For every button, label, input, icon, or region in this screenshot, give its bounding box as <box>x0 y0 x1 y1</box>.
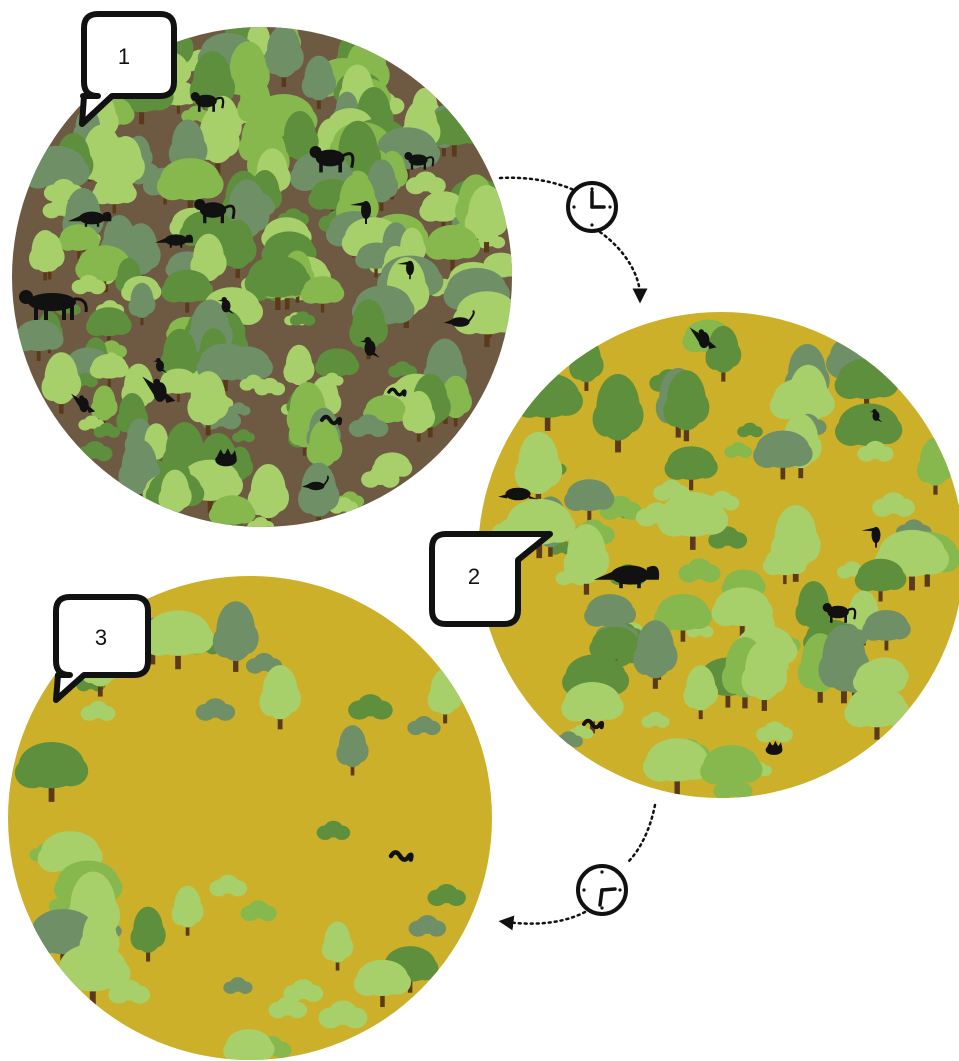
stage-2-degraded-forest <box>478 312 959 800</box>
stage-number-1: 1 <box>118 44 130 69</box>
clock-icon <box>578 866 626 914</box>
dotted-arrow <box>506 805 655 924</box>
tree <box>209 495 256 534</box>
transition-2-to-3 <box>506 805 655 924</box>
stage-number-2: 2 <box>468 564 480 589</box>
stage-number-3: 3 <box>95 625 107 650</box>
clock-icon <box>568 183 616 231</box>
transition-1-to-2 <box>500 178 640 296</box>
